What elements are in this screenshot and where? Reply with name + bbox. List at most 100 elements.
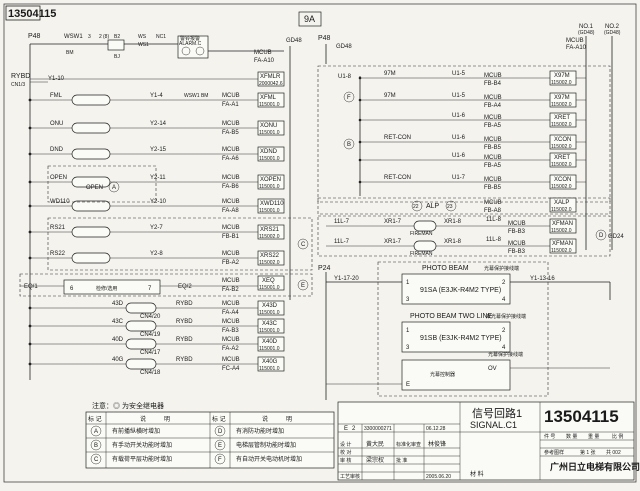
left-row-y: Y2-14 bbox=[150, 121, 167, 127]
fm-sub: FB-B3 bbox=[508, 229, 526, 235]
lower-row-b: RYBD bbox=[176, 357, 193, 363]
rybd-label: RYBD bbox=[11, 73, 30, 80]
lower-row-a: 43C bbox=[112, 319, 124, 325]
left-row-sub: FA-A6 bbox=[222, 156, 239, 162]
option-frame-a bbox=[47, 165, 157, 203]
right-row-mcub: MCUB bbox=[484, 115, 502, 121]
left-row-switch: RS22 bbox=[50, 251, 66, 257]
left-row-part: 115002.0 bbox=[259, 234, 280, 240]
pb-title: PHOTO BEAM bbox=[422, 265, 469, 272]
drawing-number-corner: 13504115 bbox=[8, 8, 56, 20]
fm-a: 11L-7 bbox=[334, 239, 350, 245]
title-block: E 2 3300000271 06.12.28 设 计 黄大民 标准化审查 林俊… bbox=[337, 401, 640, 481]
circle-c: C bbox=[301, 242, 306, 248]
notes-mark: A bbox=[94, 429, 98, 435]
eq2-label: EQ/2 bbox=[178, 284, 192, 290]
fm-a: 11L-7 bbox=[334, 219, 350, 225]
lower-row-c: MCUB bbox=[222, 319, 240, 325]
drawing-number-box bbox=[5, 5, 41, 21]
notes-title: 注意：◎ 为安全继电器 bbox=[92, 401, 164, 410]
right-row-part: 115002.0 bbox=[551, 80, 572, 86]
lower-row-e: FA-A2 bbox=[222, 346, 239, 352]
fm-c: XR1-8 bbox=[444, 239, 462, 245]
pb2-note: 双光幕保护接线端 bbox=[486, 313, 526, 320]
right-row-mcub: MCUB bbox=[484, 95, 502, 101]
pb2-title: PHOTO BEAM TWO LINE bbox=[410, 313, 493, 320]
left-rail-label: P48 bbox=[28, 33, 41, 40]
right-row-switch: RET-CON bbox=[384, 135, 411, 141]
c23: 23 bbox=[447, 204, 453, 210]
lower-row-d: CN4/20 bbox=[140, 314, 161, 320]
tb-change-no: 3300000271 bbox=[364, 426, 392, 432]
tb-sign3: 审 核 bbox=[340, 457, 351, 464]
fm-mcub: MCUB bbox=[508, 221, 526, 227]
left-row-part: 115001.0 bbox=[259, 156, 280, 162]
option-frame-f bbox=[317, 65, 611, 203]
lower-row-part: 115001.0 bbox=[259, 328, 280, 334]
eq1-label: EQ/1 bbox=[24, 284, 38, 290]
notes-col-desc2: 说 明 bbox=[262, 415, 292, 423]
lower-row-b: RYBD bbox=[176, 301, 193, 307]
right-row-mcub: MCUB bbox=[484, 177, 502, 183]
left-row-part: 115001.0 bbox=[259, 130, 280, 136]
left-row-sub: FA-A8 bbox=[222, 208, 239, 214]
no2-gd: (GD48) bbox=[604, 30, 621, 36]
left-row-y: Y2-15 bbox=[150, 147, 167, 153]
lower-row-d: CN4/18 bbox=[140, 370, 161, 376]
tb-company: 广州日立电梯有限公司 bbox=[550, 461, 640, 472]
tb-material: 材 料 bbox=[470, 470, 484, 478]
right-row-part: 115002.0 bbox=[551, 184, 572, 190]
right-row-sub: FB-B4 bbox=[484, 81, 502, 87]
pb-n1: 1 bbox=[406, 280, 410, 286]
left-row-switch: FML bbox=[50, 93, 63, 99]
pb2-part: 91SB (E3JK-R4M2 TYPE) bbox=[420, 335, 502, 342]
right-row-u: U1-5 bbox=[452, 71, 466, 77]
alarm-en: ALARM.C bbox=[179, 41, 202, 47]
alarm-cn: 警铃报警 bbox=[180, 35, 200, 42]
lower-row-b: RYBD bbox=[176, 319, 193, 325]
tb-title-en: SIGNAL.C1 bbox=[470, 420, 517, 430]
notes-desc2: 电梯层管制功能时增加 bbox=[236, 441, 296, 449]
lower-row-a: 43D bbox=[112, 301, 124, 307]
lower-row-part: 115001.0 bbox=[259, 366, 280, 372]
tb-hdr-1: 数 量 bbox=[566, 433, 577, 440]
notes-desc2: 有自动开关电动机时增加 bbox=[236, 455, 302, 463]
bj-label: BJ bbox=[114, 54, 120, 60]
lower-row-e: FA-A4 bbox=[222, 310, 239, 316]
right-row-x: X97M bbox=[554, 73, 570, 79]
left-row-mcub: MCUB bbox=[222, 147, 240, 153]
u18-label: U1-8 bbox=[338, 74, 352, 80]
left-row-switch: ONU bbox=[50, 121, 63, 127]
left-row-y: Y2-8 bbox=[150, 251, 163, 257]
fm-d: 11L-8 bbox=[486, 237, 502, 243]
left-row-x: XONU bbox=[260, 123, 277, 129]
tb-sign5: 标准化审查 bbox=[396, 441, 421, 448]
right-rail-label: P48 bbox=[318, 35, 331, 42]
left-row-part: 115001.0 bbox=[259, 184, 280, 190]
left-circuit: P48 RYBD CN1/3 Y1-10 WSW1 BM 3 2 (8) B2 … bbox=[11, 33, 313, 380]
left-row-x: XWD110 bbox=[260, 201, 284, 207]
lower-row-c: MCUB bbox=[222, 301, 240, 307]
right-row-switch: 97M bbox=[384, 71, 396, 77]
xfmlr-part: 2000042.6 bbox=[259, 81, 283, 87]
right-row-sub: FB-A5 bbox=[484, 163, 502, 169]
tb-name1: 黄大民 bbox=[366, 440, 384, 448]
left-row-y: Y1-4 bbox=[150, 93, 163, 99]
right-row-x: XRET bbox=[554, 115, 570, 121]
y1-13-16: Y1-13-16 bbox=[530, 276, 555, 282]
tb-sign4: 工艺审核 bbox=[340, 473, 360, 480]
notes-mark: C bbox=[94, 457, 99, 463]
left-row-mcub: MCUB bbox=[222, 93, 240, 99]
left-row-mcub: MCUB bbox=[222, 251, 240, 257]
